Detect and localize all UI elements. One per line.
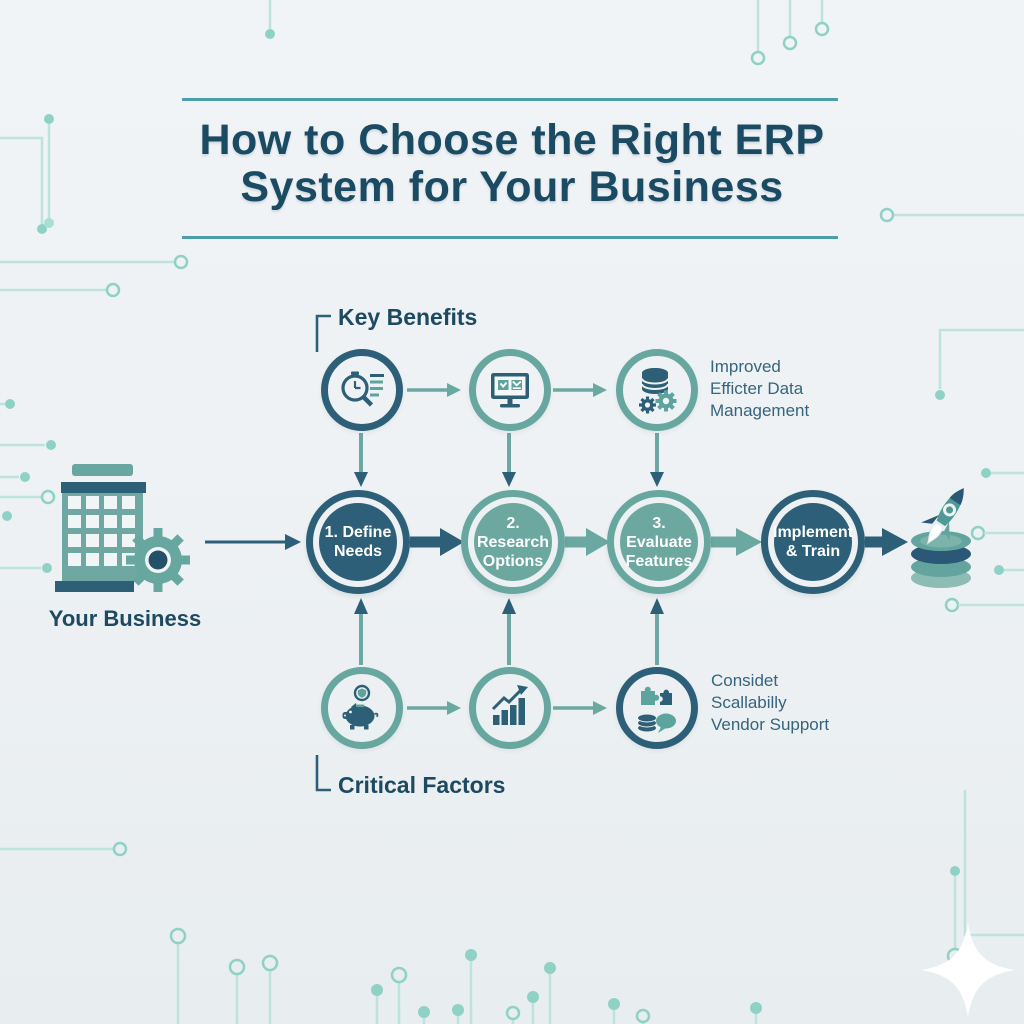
page-title: How to Choose the Right ERP System for Y… bbox=[0, 117, 1024, 211]
page-title-line1: How to Choose the Right ERP bbox=[199, 116, 825, 164]
title-bottom-rule bbox=[182, 236, 838, 239]
factor-growth-circle bbox=[469, 667, 551, 749]
step-implement-train: Implement & Train bbox=[761, 490, 865, 594]
rocket-database-icon bbox=[911, 488, 971, 588]
growth-chart-icon bbox=[491, 685, 528, 725]
step-label: Features bbox=[625, 552, 693, 570]
step-label: Implement bbox=[773, 524, 854, 541]
factors-note-line: Scallabilly bbox=[711, 693, 787, 712]
factor-cost-circle bbox=[321, 667, 403, 749]
step-label: 3. Evaluate bbox=[626, 514, 692, 551]
monitor-mail-icon bbox=[491, 373, 529, 408]
step-label: & Train bbox=[785, 543, 841, 560]
database-gears-icon bbox=[639, 368, 677, 414]
step-label: 2. Research bbox=[476, 514, 550, 551]
benefits-note-line: Efficter Data bbox=[710, 379, 804, 398]
puzzle-chat-icon bbox=[637, 686, 676, 733]
benefits-note-line: Management bbox=[710, 401, 810, 420]
benefit-automation-circle bbox=[469, 349, 551, 431]
factors-note: Considet Scallabilly Vendor Support bbox=[711, 670, 829, 736]
business-label: Your Business bbox=[48, 606, 202, 631]
step-label: 1. Define bbox=[324, 524, 392, 541]
step-label: Options bbox=[482, 552, 544, 570]
benefit-data-circle bbox=[616, 349, 698, 431]
benefit-analysis-circle bbox=[321, 349, 403, 431]
page-title-line2: System for Your Business bbox=[240, 163, 784, 211]
factors-group-label: Critical Factors bbox=[338, 772, 506, 798]
factor-integration-circle bbox=[616, 667, 698, 749]
step-label: Needs bbox=[333, 543, 383, 560]
benefits-group-label: Key Benefits bbox=[338, 304, 478, 330]
sparkle-icon bbox=[921, 923, 1015, 1017]
search-clock-icon bbox=[341, 371, 384, 407]
factors-note-line: Considet bbox=[711, 671, 779, 690]
benefits-note-line: Improved bbox=[710, 357, 781, 376]
building-gear-icon bbox=[55, 464, 190, 592]
title-top-rule bbox=[182, 98, 838, 101]
benefits-note: Improved Efficter Data Management bbox=[710, 356, 809, 422]
piggy-bank-icon bbox=[342, 684, 379, 730]
factors-note-line: Vendor Support bbox=[711, 715, 830, 734]
